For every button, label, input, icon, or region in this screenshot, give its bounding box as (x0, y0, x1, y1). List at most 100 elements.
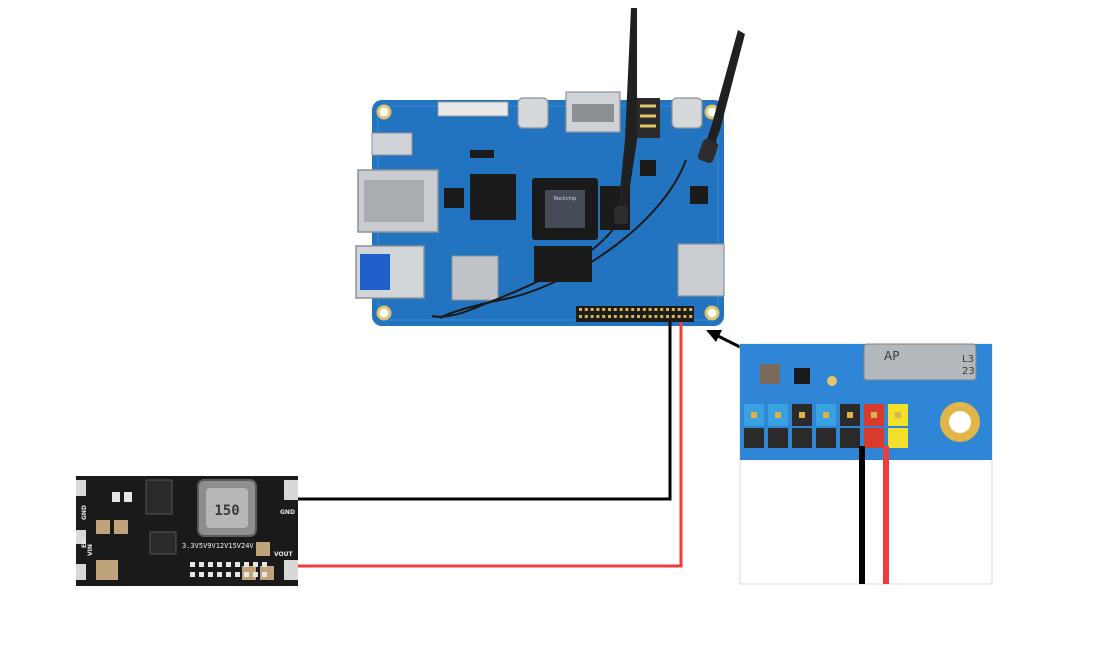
buck-converter-module: 150 3.3V5V9V12V15V24V GND EN VIN GND VOU… (76, 476, 298, 586)
gpio-pin (614, 315, 617, 318)
gpio-pin (689, 315, 692, 318)
inset-cap (760, 364, 780, 384)
usb-c-port-2 (672, 98, 702, 128)
inset-pin-bottom (768, 428, 788, 448)
header-zoom-inset: AP L3 23 (740, 344, 992, 584)
ram-chip-2 (534, 246, 592, 282)
gpio-pin (637, 308, 640, 311)
pad-gnd-left (76, 480, 86, 496)
sd-card-slot (678, 244, 724, 296)
gpio-pin (602, 308, 605, 311)
gpio-pin (596, 315, 599, 318)
inset-pin-metal (775, 412, 781, 418)
inset-pin-metal (751, 412, 757, 418)
jumper-pad (208, 572, 213, 577)
jumper-pad (235, 562, 240, 567)
gpio-pin (596, 308, 599, 311)
ribbon-connector (438, 102, 508, 116)
sbc-mount-hole-br (706, 307, 718, 319)
inset-chip-text-1: AP (884, 349, 899, 363)
inset-module-chip (864, 344, 976, 380)
converter-cap-1 (96, 520, 110, 534)
small-ic-4 (690, 186, 708, 204)
inset-pin-metal (895, 412, 901, 418)
inset-mount-hole-center (949, 411, 971, 433)
gpio-pin (643, 308, 646, 311)
usb-c-port-1 (518, 98, 548, 128)
gpio-pin (689, 308, 692, 311)
inset-pin-bottom (888, 428, 908, 448)
gpio-pin (625, 308, 628, 311)
label-vin-left: VIN (87, 544, 94, 556)
jumper-pad (253, 562, 258, 567)
jumper-pad (253, 572, 258, 577)
sbc-mount-hole-tl (378, 106, 390, 118)
label-gnd-right: GND (280, 509, 295, 516)
converter-resistor-1 (112, 492, 120, 502)
jumper-pad (262, 562, 267, 567)
inset-pin-bottom (816, 428, 836, 448)
gpio-pin (608, 315, 611, 318)
small-ic-3 (640, 160, 656, 176)
jumper-pad (235, 572, 240, 577)
inset-via (827, 376, 837, 386)
wifi-module (452, 256, 498, 300)
gpio-pin (683, 308, 686, 311)
audio-jack (636, 98, 660, 138)
gpio-pin (614, 308, 617, 311)
gpio-pin (683, 315, 686, 318)
inset-pin-metal (823, 412, 829, 418)
inset-pin-bottom (744, 428, 764, 448)
inset-pin-metal (799, 412, 805, 418)
converter-cap-3 (96, 560, 118, 580)
label-gnd-left: GND (81, 505, 88, 520)
jumper-pad (190, 562, 195, 567)
gpio-pin (649, 308, 652, 311)
usb-a-port-tongue (360, 254, 390, 290)
soc-label: Rockchip (554, 196, 576, 202)
gpio-pin (660, 315, 663, 318)
pad-vout-right (284, 560, 298, 580)
gpio-pin (666, 308, 669, 311)
gpio-pin (625, 315, 628, 318)
converter-ic (150, 532, 176, 554)
side-switch (372, 133, 412, 155)
gpio-pin (649, 315, 652, 318)
gpio-pin (666, 315, 669, 318)
gpio-pin (678, 308, 681, 311)
converter-cap-6 (256, 542, 270, 556)
inset-transistor (794, 368, 810, 384)
pointer-arrow (706, 330, 742, 348)
converter-cap-2 (114, 520, 128, 534)
jumper-pad (262, 572, 267, 577)
converter-diode (146, 480, 172, 514)
wire-power (298, 322, 681, 566)
jumper-pad (226, 572, 231, 577)
hdmi-port-inner (572, 104, 614, 122)
gpio-pin (591, 308, 594, 311)
pad-gnd-right (284, 480, 298, 500)
gpio-pin (654, 308, 657, 311)
jumper-pad (244, 572, 249, 577)
gpio-pin (643, 315, 646, 318)
gpio-pin (660, 308, 663, 311)
gpio-pin (678, 315, 681, 318)
gpio-pin (608, 308, 611, 311)
sbc-mount-hole-bl (378, 307, 390, 319)
jumper-pad (226, 562, 231, 567)
gpio-pin (631, 308, 634, 311)
gpio-pin (631, 315, 634, 318)
small-ic-2 (470, 150, 494, 158)
jumper-pad (244, 562, 249, 567)
jumper-pad (199, 572, 204, 577)
gpio-pin (579, 315, 582, 318)
jumper-pad (217, 562, 222, 567)
pad-vin-left-2 (76, 564, 86, 580)
inset-pin-metal (871, 412, 877, 418)
gpio-pin (620, 308, 623, 311)
ram-chip-1 (470, 174, 516, 220)
gpio-pin (637, 315, 640, 318)
single-board-computer: Rockchip (356, 8, 745, 326)
inductor-label: 150 (214, 503, 239, 519)
